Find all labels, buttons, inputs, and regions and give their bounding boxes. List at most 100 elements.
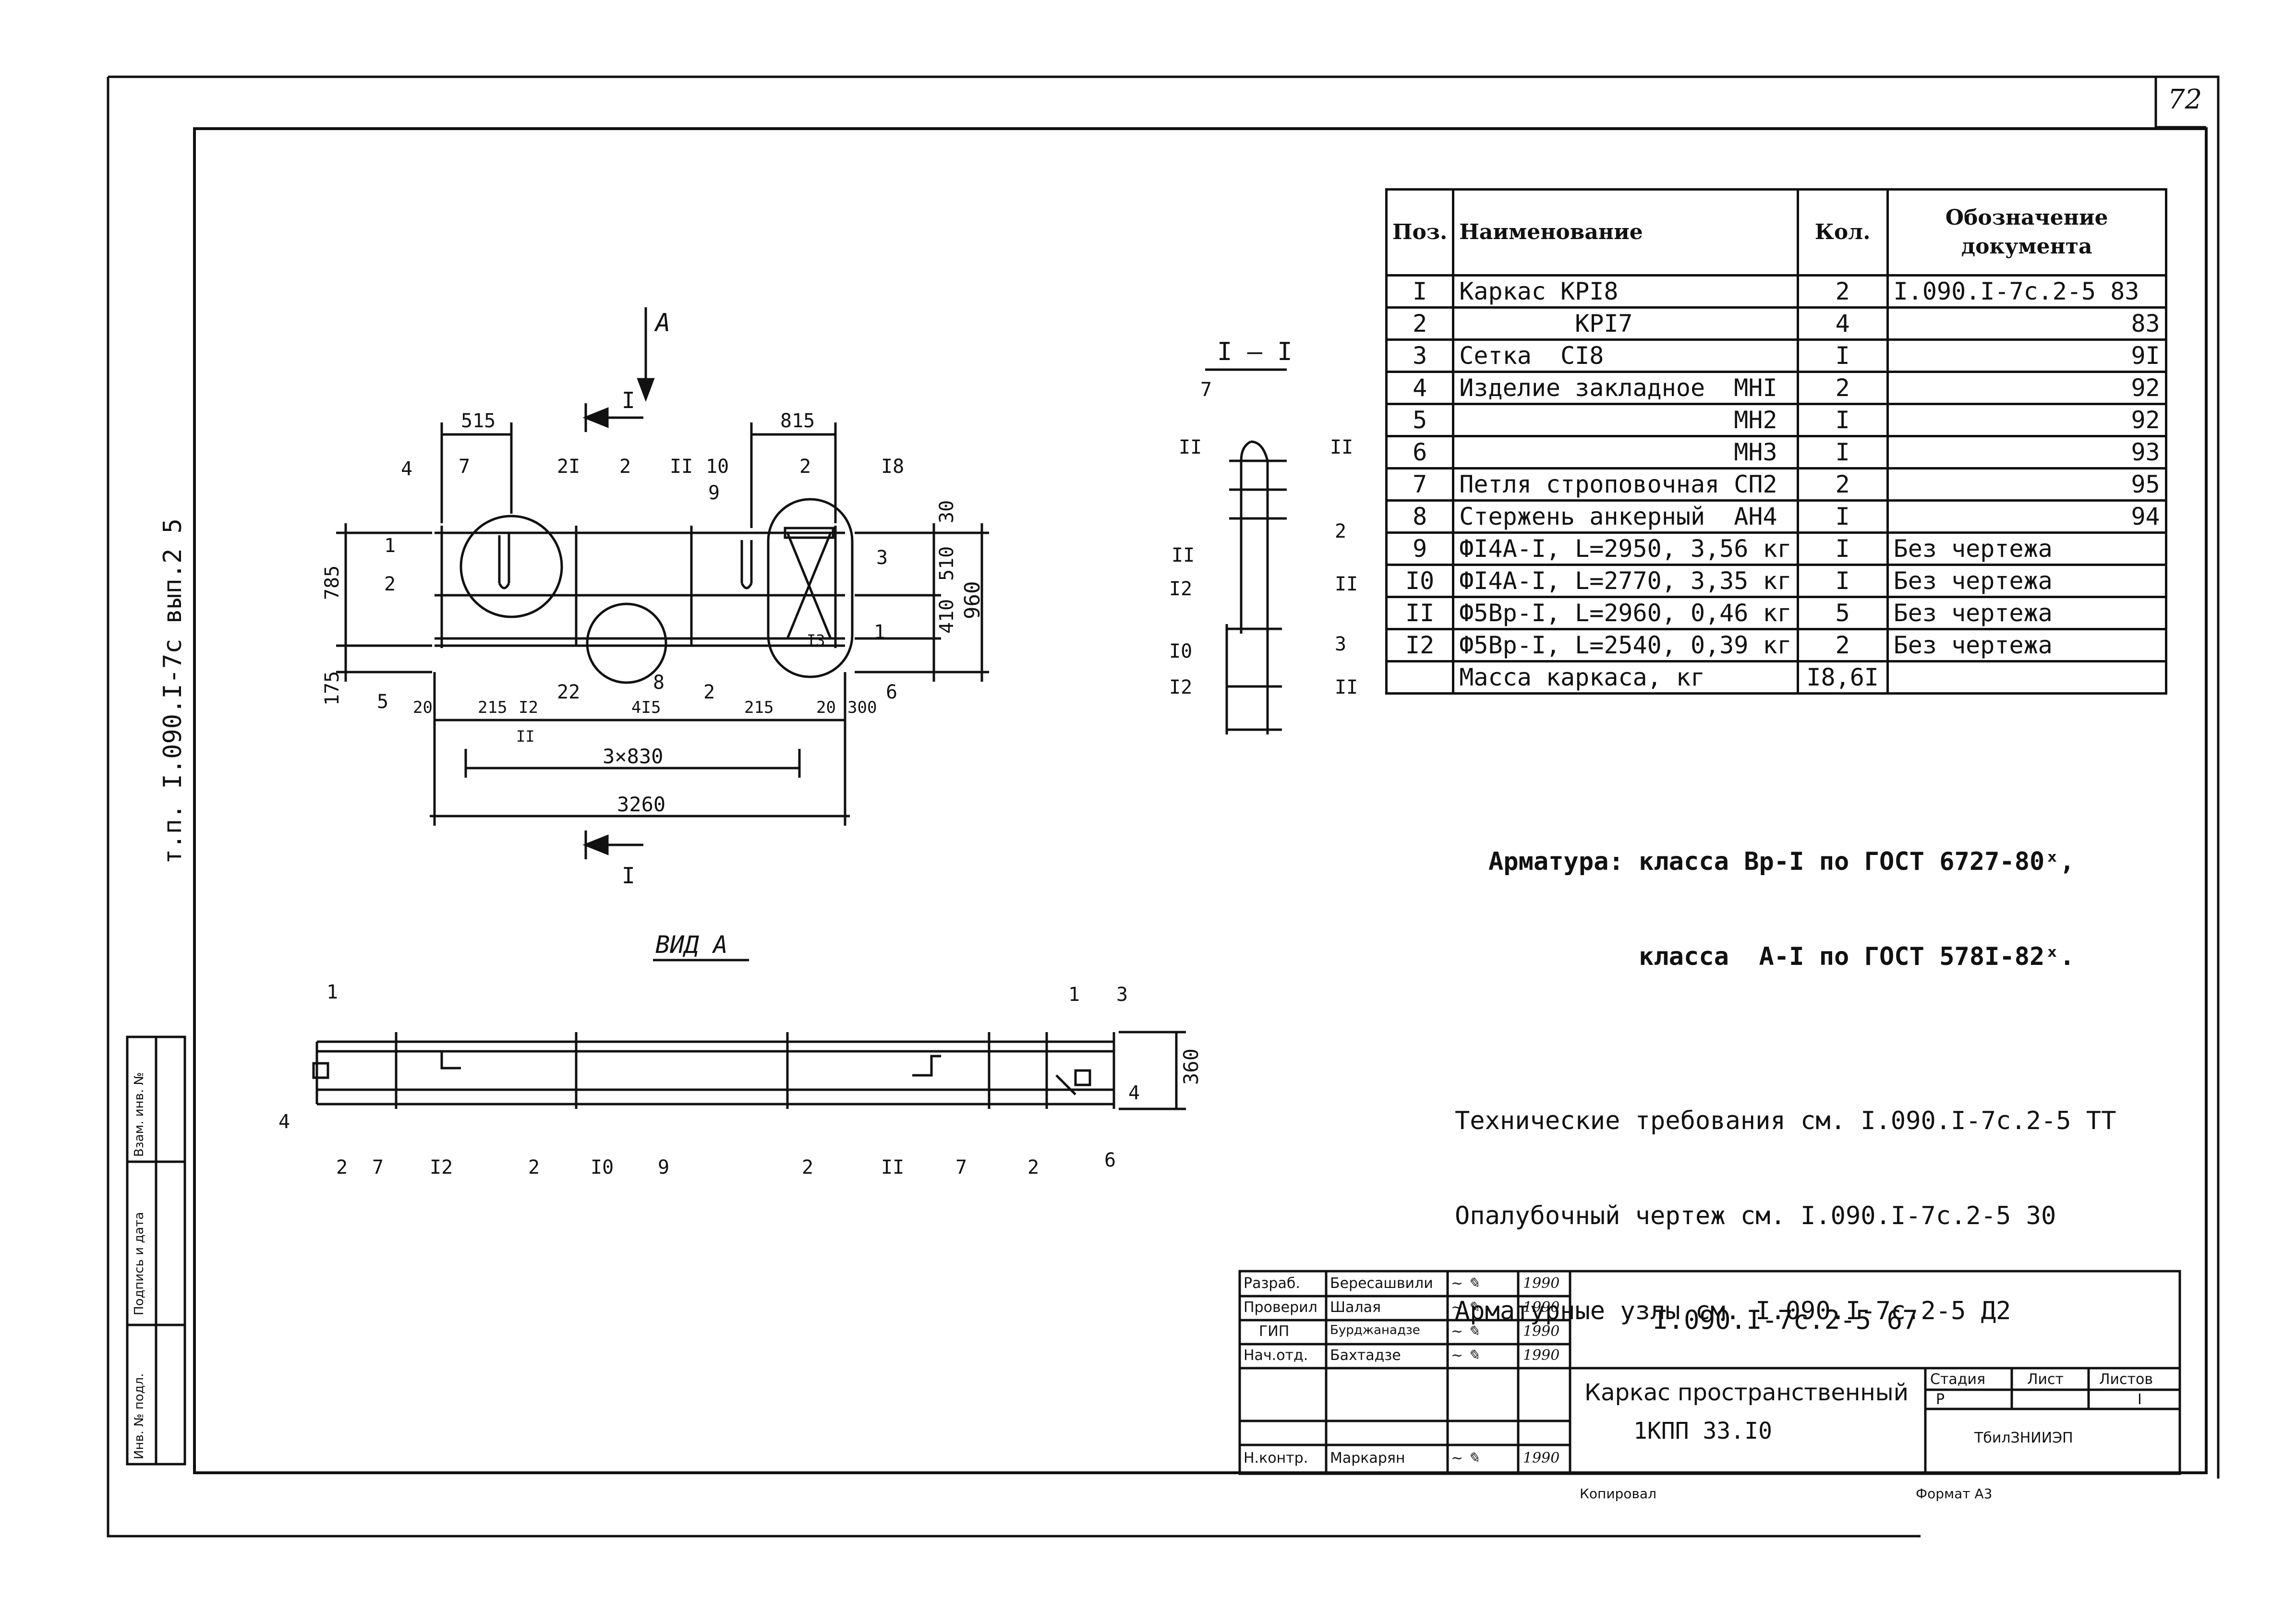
title-block: Разраб. Проверил ГИП Нач.отд. Н.контр. Б… xyxy=(1240,1271,2180,1474)
cell-name: Изделие закладное МНI xyxy=(1452,371,1799,405)
cell-doc: 83 xyxy=(1886,306,2167,341)
callout-view: 2 xyxy=(528,1156,540,1179)
reinforcement-notes: Арматура: класса Вр-I по ГОСТ 6727-80ˣ, … xyxy=(1488,782,2075,1004)
callout-section: II xyxy=(1330,436,1353,458)
callout-section: I0 xyxy=(1169,640,1192,662)
specification-table: Поз. Наименование Кол. Обозначение докум… xyxy=(1385,188,2167,695)
callout-view: 1 xyxy=(1068,984,1080,1006)
plan-view xyxy=(336,307,989,859)
signature-developer: ~ ✎ xyxy=(1451,1275,1480,1292)
cell-doc: I.090.I-7с.2-5 83 xyxy=(1886,274,2167,309)
date-norm-control: 1990 xyxy=(1523,1450,1560,1467)
callout-plan: I8 xyxy=(881,456,904,478)
cell-pos: II xyxy=(1385,596,1455,630)
callout-plan: 1 xyxy=(384,535,396,557)
role-dept-head: Нач.отд. xyxy=(1244,1347,1308,1364)
signature-norm-control: ~ ✎ xyxy=(1451,1450,1480,1467)
role-developer: Разраб. xyxy=(1244,1275,1300,1292)
section-label: I — I xyxy=(1217,337,1293,366)
cell-doc: 95 xyxy=(1886,467,2167,502)
dim-415: 4I5 xyxy=(631,698,661,717)
callout-view: 2 xyxy=(336,1156,348,1179)
role-norm-control: Н.контр. xyxy=(1244,1450,1308,1467)
dim-215-left: 215 xyxy=(478,698,507,717)
title-block-grid xyxy=(1238,1270,2181,1475)
callout-view: I2 xyxy=(430,1156,453,1179)
cell-name: ФI4А-I, L=2770, 3,35 кг xyxy=(1452,564,1799,598)
reinforcement-line-2: класса А-I по ГОСТ 578I-82ˣ. xyxy=(1488,942,2075,971)
callout-plan: 9 xyxy=(708,482,720,504)
callout-section: 2 xyxy=(1335,520,1346,542)
callout-plan: 2I xyxy=(557,456,580,478)
cell-pos: 6 xyxy=(1385,435,1455,469)
cell-qty: 2 xyxy=(1796,274,1889,309)
cell-pos: 2 xyxy=(1385,306,1455,341)
callout-view: 4 xyxy=(278,1111,290,1133)
name-chief-engineer: Бурджанадзе xyxy=(1330,1323,1420,1337)
callout-plan: 3 xyxy=(876,547,888,569)
technical-notes: Технические требования см. I.090.I-7с.2-… xyxy=(1455,1042,2116,1359)
cell-qty: I xyxy=(1796,531,1889,566)
header-doc: Обозначение документа xyxy=(1886,188,2167,277)
callout-view: 4 xyxy=(1128,1082,1140,1104)
cell-doc xyxy=(1886,660,2167,695)
role-checker: Проверил xyxy=(1244,1299,1317,1316)
name-norm-control: Маркарян xyxy=(1330,1450,1405,1467)
embedded-detail-circle xyxy=(586,602,667,684)
view-a-title: ВИД А xyxy=(655,931,728,959)
date-checker: 1990 xyxy=(1523,1299,1560,1316)
cell-qty: 5 xyxy=(1796,596,1889,630)
name-dept-head: Бахтадзе xyxy=(1330,1347,1401,1364)
cell-pos: I xyxy=(1385,274,1455,309)
cell-name: МН3 xyxy=(1452,435,1799,469)
binding-label-sign: Подпись и дата xyxy=(132,1212,146,1315)
callout-plan: 8 xyxy=(653,672,665,694)
page-number-box xyxy=(2154,77,2206,129)
cell-qty: I xyxy=(1796,564,1889,598)
item-name: Каркас пространственный xyxy=(1584,1379,1909,1406)
cell-doc: 9I xyxy=(1886,338,2167,373)
dim-3x830: 3×830 xyxy=(603,745,663,768)
section-view xyxy=(1205,368,1287,734)
dim-360: 360 xyxy=(1179,1048,1203,1085)
cell-doc: Без чертежа xyxy=(1886,531,2167,566)
view-a xyxy=(312,959,1186,1110)
cell-name: КРI7 xyxy=(1452,306,1799,341)
sheet-trim-line xyxy=(108,75,2220,1479)
callout-section: II xyxy=(1335,676,1358,698)
page-number: 72 xyxy=(2168,84,2202,115)
cell-pos: I2 xyxy=(1385,628,1455,662)
cell-name: ФI4А-I, L=2950, 3,56 кг xyxy=(1452,531,1799,566)
callout-view: 7 xyxy=(955,1156,967,1179)
loop-detail-circle xyxy=(459,515,563,618)
cell-name: Каркас КРI8 xyxy=(1452,274,1799,309)
callout-section: II xyxy=(1335,573,1358,595)
dim-12: I2 xyxy=(519,698,538,717)
date-dept-head: 1990 xyxy=(1523,1347,1560,1364)
signature-chief-engineer: ~ ✎ xyxy=(1451,1323,1480,1340)
cell-qty: 2 xyxy=(1796,628,1889,662)
cut-mark-top: I xyxy=(622,387,635,413)
date-chief-engineer: 1990 xyxy=(1523,1323,1560,1340)
copied-by-label: Копировал xyxy=(1580,1486,1656,1502)
cell-qty: I xyxy=(1796,338,1889,373)
cell-pos: 3 xyxy=(1385,338,1455,373)
cell-qty: 2 xyxy=(1796,371,1889,405)
callout-plan: 2 xyxy=(703,681,715,703)
callout-plan: I3 xyxy=(807,631,825,650)
tech-line-2: Опалубочный чертеж см. I.090.I-7с.2-5 30 xyxy=(1455,1202,2056,1230)
view-a-arrow-label: А xyxy=(654,309,670,337)
callout-plan: 4 xyxy=(401,458,412,480)
cell-pos: 7 xyxy=(1385,467,1455,502)
